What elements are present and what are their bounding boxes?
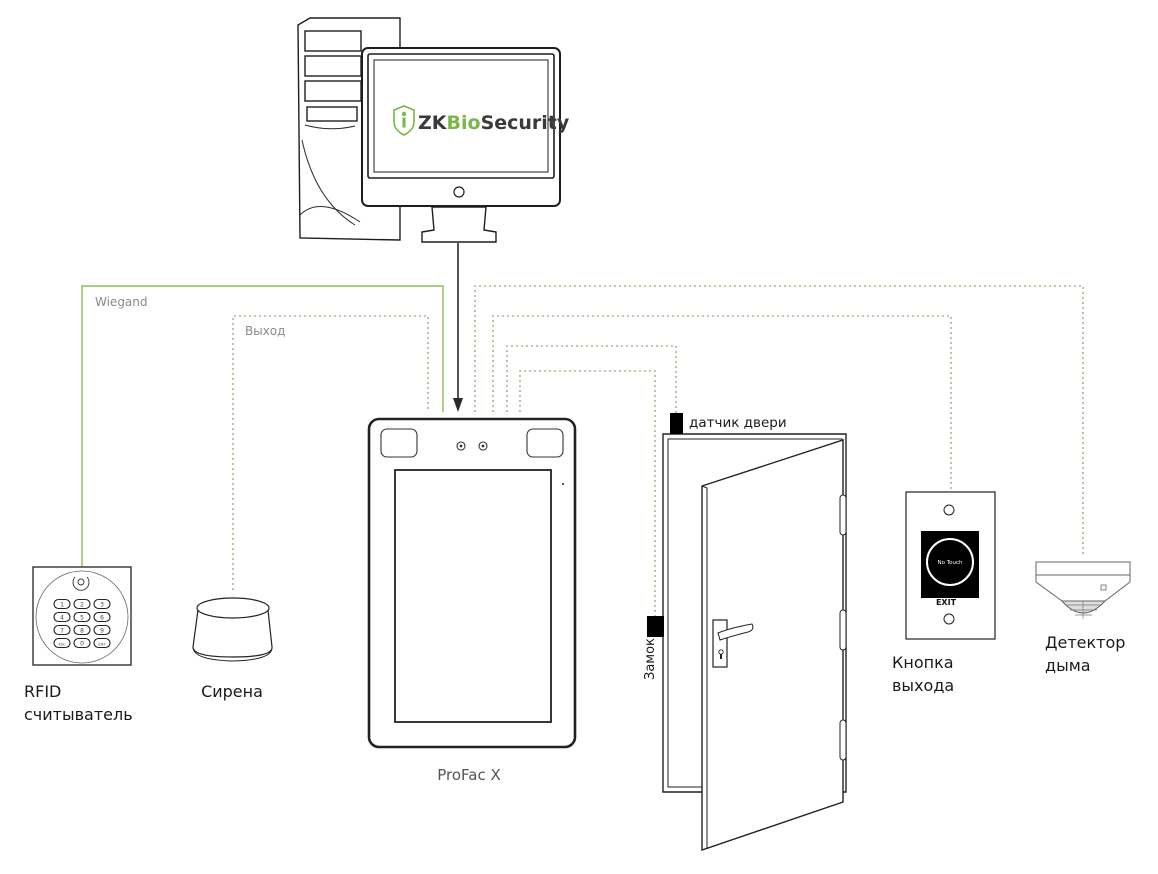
rfid-label-line2: считыватель bbox=[24, 705, 133, 724]
keypad-key-label: 0 bbox=[80, 640, 84, 647]
smoke-detector-wire bbox=[474, 285, 1084, 555]
door-sensor[interactable]: датчик двери bbox=[670, 413, 787, 434]
keypad-key[interactable]: ESC bbox=[53, 637, 71, 649]
keypad-key[interactable]: 4 bbox=[53, 611, 71, 623]
profac-x-label: ProFac X bbox=[437, 766, 501, 784]
door-handle-icon bbox=[712, 619, 754, 668]
siren-output-wire bbox=[232, 315, 429, 590]
contactless-icon bbox=[72, 576, 90, 591]
keypad-key[interactable]: 5 bbox=[73, 611, 91, 623]
wiegand-wire bbox=[81, 285, 444, 568]
zkbiosecurity-logo: ZKBioSecurity bbox=[393, 105, 570, 136]
monitor-icon: ZKBioSecurity bbox=[361, 47, 570, 243]
smoke-detector-icon bbox=[1035, 561, 1131, 619]
output-label: Выход bbox=[245, 324, 285, 338]
exit-button-label-line1: Кнопка bbox=[892, 653, 954, 672]
door[interactable] bbox=[662, 433, 847, 851]
smoke-detector-label-line2: дыма bbox=[1045, 656, 1091, 675]
lock-label: Замок bbox=[643, 638, 658, 680]
keypad-key-label: 5 bbox=[80, 614, 84, 621]
siren-icon bbox=[192, 597, 273, 662]
door-sensor-wire bbox=[506, 345, 677, 415]
keypad-key[interactable]: 1 bbox=[53, 598, 71, 610]
keypad-key[interactable]: 7 bbox=[53, 624, 71, 636]
sensor-icon bbox=[456, 441, 488, 451]
arrow-head-icon bbox=[453, 398, 463, 412]
computer-workstation[interactable]: ZKBioSecurity bbox=[297, 17, 570, 243]
door-sensor-block bbox=[670, 413, 683, 434]
keypad-key-label: 7 bbox=[60, 627, 64, 634]
keypad-key[interactable]: 0 bbox=[73, 637, 91, 649]
door-sensor-label: датчик двери bbox=[689, 415, 787, 431]
camera-window-left bbox=[380, 428, 418, 458]
keypad-key[interactable]: 8 bbox=[73, 624, 91, 636]
exit-button-face-text: No Touch bbox=[937, 560, 963, 566]
terminal-screen bbox=[394, 469, 552, 723]
lock-wire bbox=[519, 370, 656, 618]
smoke-detector-label-line1: Детектор bbox=[1045, 633, 1125, 652]
keypad-key-label: ESC bbox=[58, 642, 66, 646]
keypad-key[interactable]: 6 bbox=[93, 611, 111, 623]
shield-icon bbox=[393, 105, 415, 136]
exit-text: EXIT bbox=[936, 598, 957, 607]
profac-x-terminal[interactable]: ProFac X bbox=[367, 417, 577, 784]
keypad-key-label: 1 bbox=[60, 601, 64, 608]
exit-button[interactable]: No Touch EXIT Кнопка выхода bbox=[892, 491, 996, 695]
siren-label: Сирена bbox=[201, 682, 263, 701]
keypad-key[interactable]: 2 bbox=[73, 598, 91, 610]
keypad-key-label: 8 bbox=[80, 627, 84, 634]
software-name: ZKBioSecurity bbox=[418, 112, 570, 134]
keypad-key-label: ENT bbox=[98, 642, 106, 646]
keypad-key[interactable]: ENT bbox=[93, 637, 111, 649]
smoke-detector[interactable]: Детектор дыма bbox=[1035, 561, 1131, 675]
keypad-key-label: 3 bbox=[100, 601, 104, 608]
exit-button-label-line2: выхода bbox=[892, 676, 954, 695]
lock-block bbox=[647, 616, 664, 637]
exit-button-wire bbox=[492, 315, 952, 492]
lock[interactable]: Замок bbox=[643, 616, 664, 680]
keypad-key-label: 2 bbox=[80, 601, 84, 608]
camera-window-right bbox=[526, 428, 564, 458]
siren[interactable]: Сирена bbox=[192, 597, 273, 701]
keypad-key[interactable]: 3 bbox=[93, 598, 111, 610]
keypad-key[interactable]: 9 bbox=[93, 624, 111, 636]
wiegand-label: Wiegand bbox=[95, 295, 148, 309]
wires: Wiegand Выход bbox=[81, 243, 1084, 618]
touchless-sensor-icon bbox=[926, 538, 974, 586]
keypad-key-label: 9 bbox=[100, 627, 104, 634]
rfid-label-line1: RFID bbox=[24, 682, 61, 701]
keypad-key-label: 6 bbox=[100, 614, 104, 621]
keypad-key-label: 4 bbox=[60, 614, 64, 621]
